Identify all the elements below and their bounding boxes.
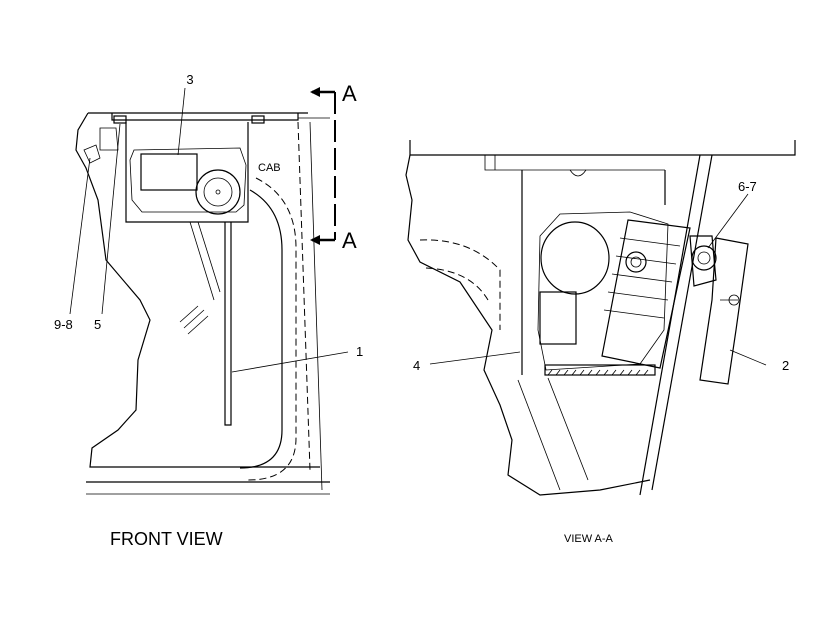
callout-3: 3 xyxy=(186,72,193,87)
wiper-motor xyxy=(140,153,198,191)
bolt-right xyxy=(251,115,265,124)
cab-body-outline xyxy=(75,112,320,468)
leader-1 xyxy=(231,351,349,373)
callout-6-7: 6-7 xyxy=(738,179,757,194)
pivot-assembly xyxy=(689,235,717,287)
section-marker-bottom: A xyxy=(342,228,357,253)
motor-end xyxy=(539,291,577,345)
callout-4: 4 xyxy=(413,358,420,373)
leader-2 xyxy=(729,349,767,366)
base-plate xyxy=(544,364,656,376)
wiper-component-2 xyxy=(699,237,749,385)
leader-5 xyxy=(101,123,121,315)
title-front-view: FRONT VIEW xyxy=(110,529,223,549)
front-view-drawing xyxy=(69,87,349,495)
mounting-plate xyxy=(88,112,308,121)
leader-6-7 xyxy=(707,193,749,249)
wiper-arm xyxy=(224,222,232,426)
door-seal xyxy=(239,189,283,469)
leader-3 xyxy=(177,87,186,156)
motor-housing xyxy=(125,122,249,223)
callout-2: 2 xyxy=(782,358,789,373)
callout-1: 1 xyxy=(356,344,363,359)
callout-9-8: 9-8 xyxy=(54,317,73,332)
motor-housing-section xyxy=(537,211,669,371)
motor-body xyxy=(540,221,610,295)
section-marker-top: A xyxy=(342,81,357,106)
callout-5: 5 xyxy=(94,317,101,332)
pillar-right xyxy=(639,154,701,496)
view-aa-drawing xyxy=(405,140,796,496)
cab-body-left xyxy=(405,154,651,496)
linkage-plate xyxy=(601,219,691,369)
cab-label: CAB xyxy=(258,162,281,174)
title-view-aa: VIEW A-A xyxy=(564,533,614,545)
roof-frame xyxy=(409,140,796,156)
seal-dashed xyxy=(247,177,297,481)
leader-4 xyxy=(429,351,521,365)
leader-9-8 xyxy=(69,157,91,315)
motor-gear xyxy=(195,169,241,215)
bolt-left xyxy=(113,115,127,124)
